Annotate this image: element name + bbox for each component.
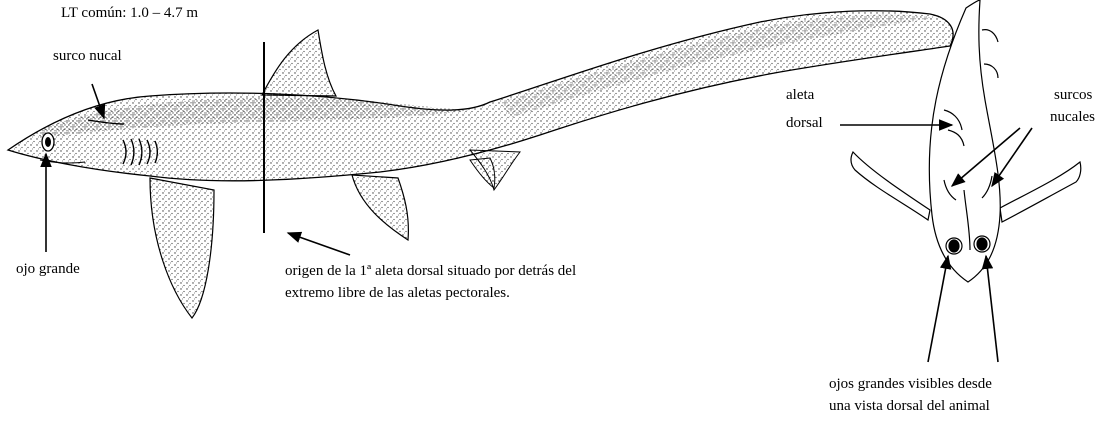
dorsal-origin-label-line1: origen de la 1ª aleta dorsal situado por…	[285, 262, 576, 281]
dorsal-fin-label-line1: aleta	[786, 86, 814, 105]
arrow-nuchal-grooves-right	[992, 128, 1032, 186]
nuchal-groove-label: surco nucal	[53, 47, 122, 66]
dorsal-view-right-eye-icon	[977, 238, 987, 250]
dorsal-view-left-pectoral	[851, 152, 930, 220]
pectoral-fin	[150, 178, 214, 318]
dorsal-view-left-eye-icon	[949, 240, 959, 252]
dorsal-eyes-label-line2: una vista dorsal del animal	[829, 397, 990, 416]
arrow-eye-right	[986, 256, 998, 362]
arrow-dorsal-origin	[288, 233, 350, 255]
arrow-eye-left	[928, 256, 948, 362]
dorsal-view-right-pectoral	[1000, 162, 1081, 222]
total-length-label: LT común: 1.0 – 4.7 m	[61, 4, 198, 23]
nuchal-grooves-label-line1: surcos	[1054, 86, 1092, 105]
nuchal-grooves-label-line2: nucales	[1050, 108, 1095, 127]
pelvic-fin	[352, 175, 408, 240]
dorsal-origin-label-line2: extremo libre de las aletas pectorales.	[285, 284, 510, 303]
dorsal-eyes-label-line1: ojos grandes visibles desde	[829, 375, 992, 394]
first-dorsal-fin	[262, 30, 336, 96]
large-eye-label: ojo grande	[16, 260, 80, 279]
dorsal-fin-label-line2: dorsal	[786, 114, 823, 133]
